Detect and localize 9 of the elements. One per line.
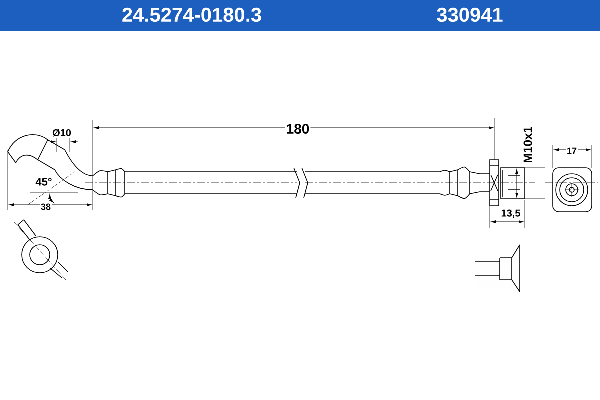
dimension-label: 13,5 <box>500 208 522 220</box>
dimension-label: 38 <box>40 202 52 212</box>
dimension-label: 180 <box>285 123 311 135</box>
part-number: 330941 <box>437 8 503 22</box>
dimension-label: M10x1 <box>522 126 534 164</box>
dimension-label: 17 <box>566 146 578 156</box>
dimension-label: 45° <box>34 177 54 187</box>
part-number: 24.5274-0180.3 <box>122 8 262 22</box>
dimension-label: Ø10 <box>52 128 72 138</box>
